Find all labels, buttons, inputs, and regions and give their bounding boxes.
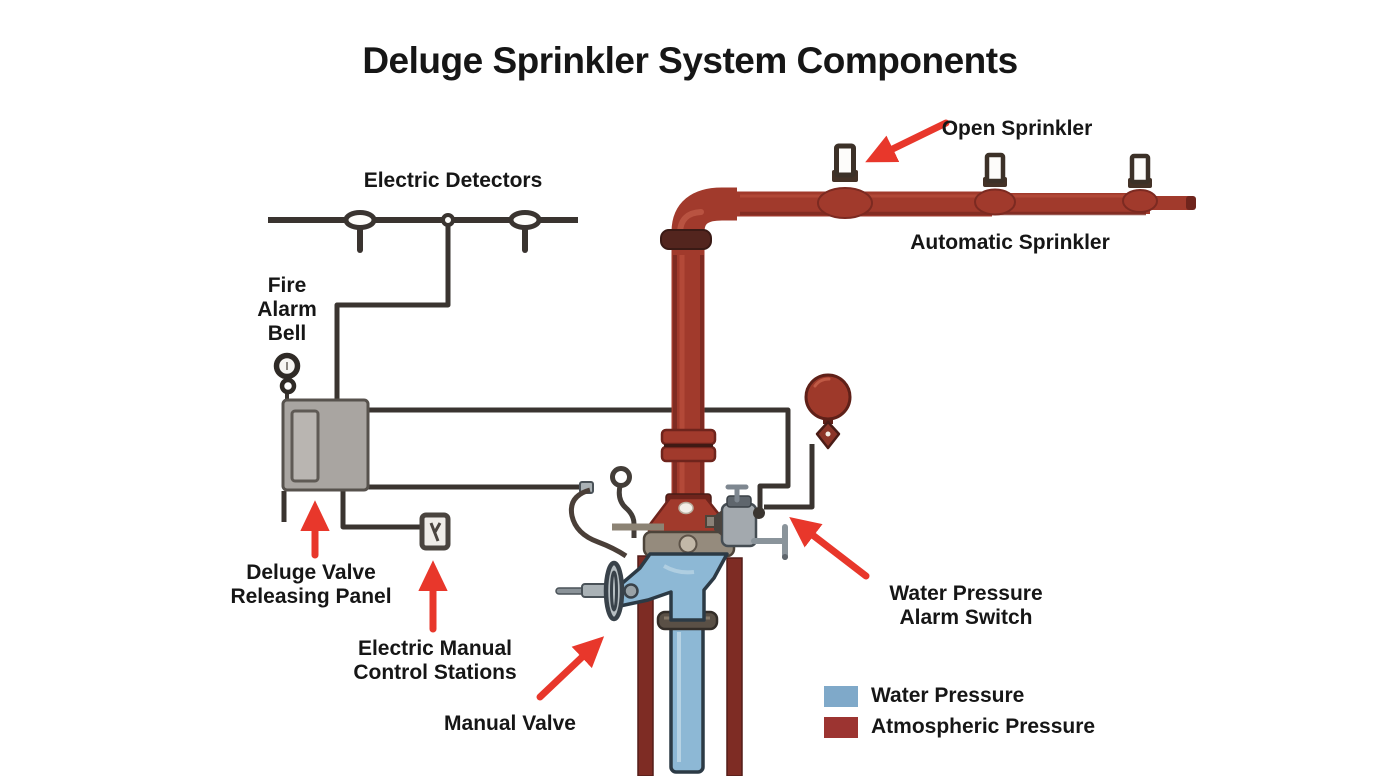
water-supply-pipe: [656, 610, 719, 774]
label-alarm-switch-line2: Alarm Switch: [899, 606, 1033, 629]
label-releasing-panel: Deluge Valve Releasing Panel: [230, 561, 391, 609]
legend-swatch-atmospheric-pressure: [824, 716, 858, 738]
label-automatic-sprinkler: Automatic Sprinkler: [910, 231, 1110, 254]
manual-valve-assembly: [555, 560, 639, 622]
callout-arrows: [300, 119, 950, 701]
legend: Water Pressure Atmospheric Pressure: [824, 684, 1095, 739]
label-alarm-switch: Water Pressure Alarm Switch: [889, 582, 1042, 630]
riser-flange-lower: [660, 445, 717, 463]
legend-item-atmospheric-pressure: Atmospheric Pressure: [824, 715, 1095, 739]
sprinkler-mount-2: [974, 188, 1016, 216]
legend-label-atmospheric-pressure: Atmospheric Pressure: [871, 715, 1096, 738]
label-manual-valve: Manual Valve: [444, 712, 576, 735]
wire-panel-to-control-station: [340, 491, 422, 530]
label-fire-alarm-bell-line3: Bell: [267, 322, 307, 345]
legend-item-water-pressure: Water Pressure: [824, 684, 1095, 708]
elbow-coupling: [660, 229, 712, 250]
label-releasing-panel-line2: Releasing Panel: [230, 585, 392, 608]
drain-pipe-right: [726, 557, 743, 776]
automatic-sprinkler-head-1: [983, 152, 1007, 187]
electric-detector-2: [508, 210, 542, 253]
label-fire-alarm-bell: Fire Alarm Bell: [257, 274, 317, 346]
page-title: Deluge Sprinkler System Components: [362, 40, 1018, 81]
sprinkler-mount-3: [1122, 189, 1158, 213]
label-fire-alarm-bell-line1: Fire: [267, 274, 307, 297]
open-sprinkler-arrow: [865, 119, 950, 163]
label-control-stations-line2: Control Stations: [353, 661, 517, 684]
alarm-switch-arrow: [789, 517, 870, 580]
pressure-gauge-loop: [610, 466, 632, 488]
label-open-sprinkler: Open Sprinkler: [941, 117, 1093, 140]
wire-detectors-to-panel: [334, 226, 451, 400]
label-releasing-panel-line1: Deluge Valve: [246, 561, 376, 584]
label-control-stations-line1: Electric Manual: [357, 637, 513, 660]
alarm-gong: [804, 373, 852, 450]
electric-detector-1: [343, 210, 377, 253]
alarm-switch-assembly: [705, 484, 788, 560]
fire-alarm-bell-icon: [273, 352, 301, 401]
label-electric-detectors: Electric Detectors: [363, 169, 543, 192]
sprinkler-mount-1: [817, 187, 873, 219]
automatic-sprinkler-head-2: [1128, 153, 1152, 188]
label-fire-alarm-bell-line2: Alarm: [257, 298, 317, 321]
manual-valve-arrow: [536, 636, 605, 701]
label-alarm-switch-line1: Water Pressure: [889, 582, 1043, 605]
drain-pipe-left: [637, 555, 654, 776]
trim-piping: [568, 466, 664, 559]
wire-gong-drop: [764, 444, 815, 510]
wire-junction: [441, 213, 455, 227]
releasing-panel-box: [281, 398, 370, 492]
riser-flange-upper: [660, 428, 717, 446]
control-station-box: [419, 512, 451, 551]
manual-valve-handwheel: [603, 560, 625, 622]
legend-swatch-water-pressure: [824, 685, 858, 707]
open-sprinkler-head: [832, 143, 858, 182]
label-control-stations: Electric Manual Control Stations: [353, 637, 516, 685]
legend-label-water-pressure: Water Pressure: [871, 684, 1025, 707]
wire-panel-to-alarm-switch: [368, 407, 791, 514]
